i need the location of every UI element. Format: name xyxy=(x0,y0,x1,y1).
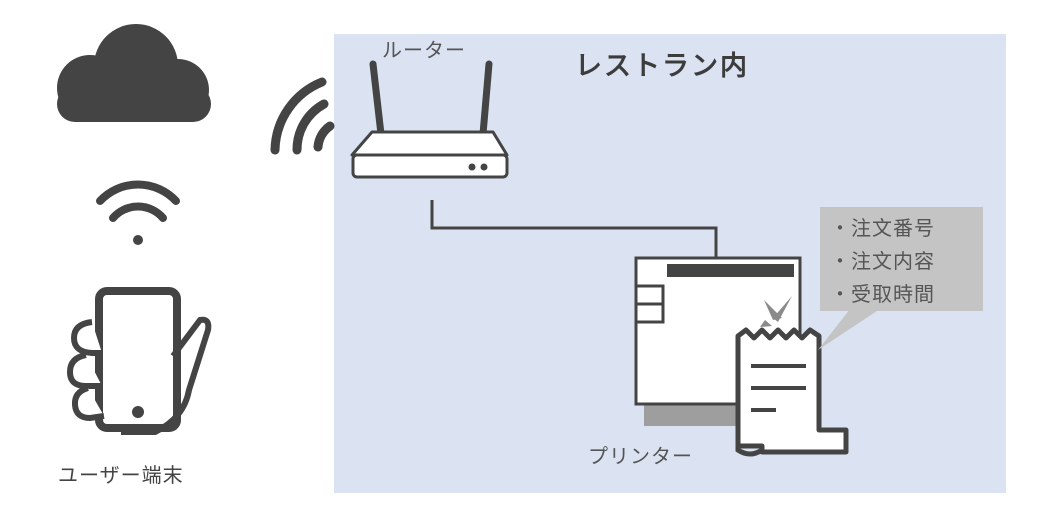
zone-title: レストラン内 xyxy=(575,51,749,82)
router-label: ルーター xyxy=(382,38,466,62)
device-label: ユーザー端末 xyxy=(58,463,184,487)
router-icon xyxy=(350,60,509,179)
bubble-item-pickup-time: ・受取時間 xyxy=(830,282,935,306)
router-signal-icon xyxy=(270,77,335,155)
smartphone-icon xyxy=(66,287,212,435)
receipt-icon xyxy=(735,327,849,457)
printer-label: プリンター xyxy=(588,444,693,468)
bubble-pointer xyxy=(818,309,880,350)
network-cable xyxy=(430,200,718,258)
bubble-item-order-number: ・注文番号 xyxy=(830,216,935,240)
info-bubble xyxy=(820,207,983,311)
cloud-icon xyxy=(57,24,211,122)
bubble-item-order-content: ・注文内容 xyxy=(830,249,935,273)
wifi-icon xyxy=(96,180,180,245)
